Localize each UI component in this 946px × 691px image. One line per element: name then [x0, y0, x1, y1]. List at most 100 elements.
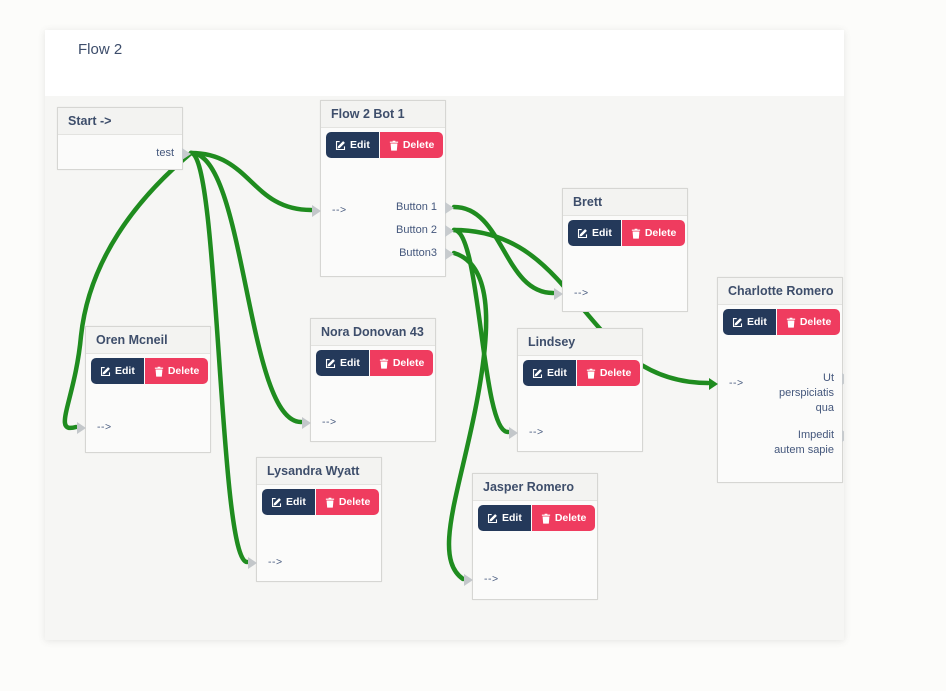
pencil-square-icon — [487, 513, 498, 523]
node-actions: Edit Delete — [723, 309, 841, 335]
connection-bot1-to-jasper[interactable] — [446, 250, 489, 582]
edit-button-label: Edit — [502, 512, 522, 524]
connection-start-to-lysandra[interactable] — [188, 150, 250, 565]
flow-node-start[interactable]: Start -> test — [57, 107, 191, 170]
node-title: Oren Mcneil — [86, 327, 210, 354]
pencil-square-icon — [577, 228, 588, 238]
input-label: --> — [729, 377, 744, 389]
edit-button[interactable]: Edit — [478, 505, 531, 531]
trash-icon — [631, 228, 640, 239]
connection-bot1-to-brett[interactable] — [451, 204, 556, 296]
connection-start-to-nora[interactable] — [188, 150, 304, 425]
output-port-1[interactable] — [445, 225, 454, 237]
node-actions: Edit Delete — [568, 220, 686, 246]
node-actions: Edit Delete — [316, 350, 434, 376]
output-port-0[interactable] — [182, 148, 191, 160]
input-label: --> — [268, 556, 283, 568]
delete-button[interactable]: Delete — [144, 358, 209, 384]
connection-bot1-to-lindsey[interactable] — [451, 227, 511, 435]
edit-button[interactable]: Edit — [568, 220, 621, 246]
delete-button[interactable]: Delete — [315, 489, 380, 515]
pencil-square-icon — [100, 366, 111, 376]
input-port[interactable] — [248, 557, 257, 569]
edit-button-label: Edit — [592, 227, 612, 239]
input-port[interactable] — [77, 422, 86, 434]
edit-button[interactable]: Edit — [316, 350, 369, 376]
edit-button[interactable]: Edit — [326, 132, 379, 158]
delete-button-label: Delete — [554, 512, 587, 524]
input-label: --> — [574, 287, 589, 299]
input-port[interactable] — [554, 288, 563, 300]
trash-icon — [786, 317, 795, 328]
delete-button[interactable]: Delete — [776, 309, 841, 335]
output-port-2[interactable] — [445, 248, 454, 260]
delete-button[interactable]: Delete — [369, 350, 434, 376]
edit-button[interactable]: Edit — [523, 360, 576, 386]
edit-button-label: Edit — [547, 367, 567, 379]
trash-icon — [379, 358, 388, 369]
edit-button[interactable]: Edit — [262, 489, 315, 515]
trash-icon — [389, 140, 398, 151]
node-title: Lindsey — [518, 329, 642, 356]
flow-node-bot1[interactable]: Flow 2 Bot 1 Edit Delete --> Button 1 Button … — [312, 100, 454, 277]
input-port[interactable] — [302, 417, 311, 429]
input-port[interactable] — [464, 574, 473, 586]
node-title: Flow 2 Bot 1 — [321, 101, 445, 128]
input-label: --> — [322, 416, 337, 428]
node-title: Brett — [563, 189, 687, 216]
node-title: Lysandra Wyatt — [257, 458, 381, 485]
pencil-square-icon — [732, 317, 743, 327]
input-label: --> — [332, 204, 347, 216]
edit-button-label: Edit — [115, 365, 135, 377]
delete-button-label: Delete — [392, 357, 425, 369]
input-port[interactable] — [509, 427, 518, 439]
flow-header: Flow 2 — [45, 30, 844, 96]
output-label: Button 1 — [396, 201, 437, 213]
pencil-square-icon — [335, 140, 346, 150]
delete-button-label: Delete — [338, 496, 371, 508]
page-title: Flow 2 — [78, 41, 123, 58]
delete-button[interactable]: Delete — [576, 360, 641, 386]
edit-button[interactable]: Edit — [723, 309, 776, 335]
output-port-0[interactable] — [445, 202, 454, 214]
delete-button[interactable]: Delete — [531, 505, 596, 531]
trash-icon — [586, 368, 595, 379]
delete-button[interactable]: Delete — [621, 220, 686, 246]
output-label: test — [156, 147, 174, 159]
node-title: Jasper Romero — [473, 474, 597, 501]
input-label: --> — [97, 421, 112, 433]
input-label: --> — [529, 426, 544, 438]
node-actions: Edit Delete — [326, 132, 444, 158]
pencil-square-icon — [325, 358, 336, 368]
output-port-0[interactable] — [842, 373, 844, 385]
node-actions: Edit Delete — [91, 358, 209, 384]
input-label: --> — [484, 573, 499, 585]
edit-button-label: Edit — [747, 316, 767, 328]
input-port[interactable] — [312, 205, 321, 217]
delete-button[interactable]: Delete — [379, 132, 444, 158]
edit-button[interactable]: Edit — [91, 358, 144, 384]
node-title: Start -> — [58, 108, 182, 135]
node-actions: Edit Delete — [523, 360, 641, 386]
trash-icon — [541, 513, 550, 524]
pencil-square-icon — [271, 497, 282, 507]
input-port[interactable] — [709, 378, 718, 390]
connection-start-to-bot1[interactable] — [188, 150, 314, 213]
delete-button-label: Delete — [167, 365, 200, 377]
output-label: Button 2 — [396, 224, 437, 236]
edit-button-label: Edit — [350, 139, 370, 151]
output-port-1[interactable] — [842, 430, 844, 442]
connection-start-to-oren[interactable] — [62, 150, 194, 431]
output-label: Impedit autem sapie — [774, 429, 834, 456]
trash-icon — [154, 366, 163, 377]
node-title: Charlotte Romero — [718, 278, 842, 305]
delete-button-label: Delete — [402, 139, 435, 151]
